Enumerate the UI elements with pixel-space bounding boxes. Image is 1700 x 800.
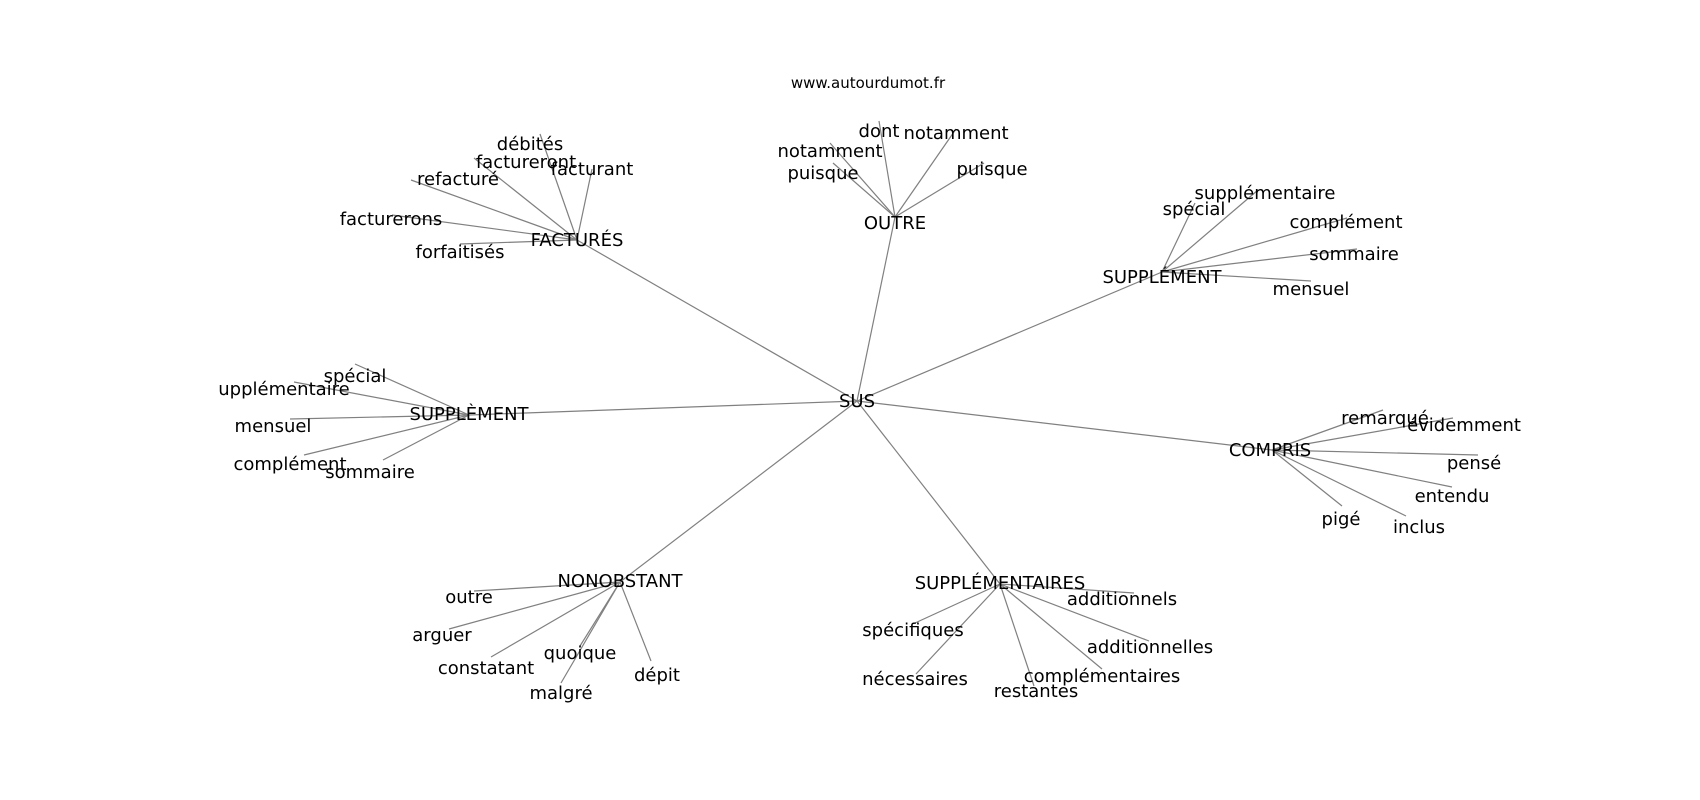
edge-compris-evidemment-1 (1271, 417, 1454, 451)
word-supplement-left-sommaire-4[interactable]: sommaire (325, 462, 415, 483)
word-outre-puisque-3[interactable]: puisque (787, 163, 858, 184)
hub-supplement-left[interactable]: SUPPLÈMENT (409, 403, 529, 425)
edge-nonobstant-depit-5 (619, 581, 652, 662)
hub-supplement-right[interactable]: SUPPLÉMENT (1102, 266, 1222, 288)
edge-supplementaires-restantes-4 (999, 583, 1035, 687)
edge-root-supplementaires (856, 400, 1001, 585)
word-supplement-right-mensuel-4[interactable]: mensuel (1273, 279, 1350, 300)
word-outre-dont-0[interactable]: dont (859, 121, 900, 142)
word-supplement-left-upplementaire-1[interactable]: upplémentaire (218, 379, 350, 400)
word-nonobstant-depit-5[interactable]: dépit (634, 665, 680, 686)
hub-nonobstant[interactable]: NONOBSTANT (557, 571, 683, 592)
word-nonobstant-quoique-3[interactable]: quoique (544, 643, 617, 664)
edge-compris-entendu-3 (1271, 449, 1453, 488)
source-label[interactable]: www.autourdumot.fr (791, 74, 946, 92)
graph-edges (289, 120, 1479, 687)
word-outre-notamment-2[interactable]: notamment (777, 141, 882, 162)
hub-outre[interactable]: OUTRE (864, 213, 926, 234)
word-supplement-left-complement-3[interactable]: complément (233, 454, 346, 475)
edge-root-compris (856, 400, 1273, 451)
word-supplement-left-mensuel-2[interactable]: mensuel (235, 416, 312, 437)
edge-factures-debites-0 (539, 133, 578, 241)
edge-outre-puisque-3 (832, 162, 896, 218)
graph-labels: www.autourdumot.fr débitésfacturantfactu… (218, 74, 1521, 704)
edge-root-nonobstant (619, 400, 858, 583)
edge-supplementaires-additionnels-0 (999, 583, 1135, 594)
edge-supplement-left-complement-3 (303, 414, 470, 456)
word-supplement-right-complement-2[interactable]: complément (1289, 212, 1402, 233)
edge-outre-dont-0 (878, 120, 896, 218)
edge-root-supplement-right (856, 271, 1163, 402)
edge-supplementaires-additionnelles-2 (999, 583, 1150, 642)
edge-compris-inclus-4 (1271, 449, 1407, 517)
word-supplementaires-complementaires-3[interactable]: complémentaires (1024, 666, 1181, 687)
edge-supplement-left-special-0 (354, 363, 470, 416)
edge-nonobstant-constatant-2 (490, 581, 621, 658)
hub-compris[interactable]: COMPRIS (1229, 440, 1311, 461)
word-supplementaires-necessaires-5[interactable]: nécessaires (862, 669, 968, 690)
word-compris-pige-5[interactable]: pigé (1322, 509, 1361, 530)
edge-supplementaires-necessaires-5 (915, 583, 1001, 675)
edge-supplementaires-complementaires-3 (999, 583, 1103, 670)
word-supplement-right-supplementaire-1[interactable]: supplémentaire (1195, 183, 1336, 204)
word-supplementaires-additionnelles-2[interactable]: additionnelles (1087, 637, 1213, 658)
word-factures-facturant-1[interactable]: facturant (551, 159, 634, 180)
edge-nonobstant-outre-0 (473, 581, 621, 592)
edge-supplement-right-complement-2 (1161, 217, 1348, 273)
word-supplementaires-restantes-4[interactable]: restantes (994, 681, 1078, 702)
edge-supplement-left-sommaire-4 (382, 414, 470, 461)
edge-supplement-right-sommaire-3 (1161, 248, 1358, 273)
word-supplementaires-additionnels-0[interactable]: additionnels (1067, 589, 1177, 610)
word-nonobstant-arguer-1[interactable]: arguer (412, 625, 472, 646)
word-factures-factureront-2[interactable]: factureront (476, 152, 576, 173)
word-compris-entendu-3[interactable]: entendu (1415, 486, 1490, 507)
edge-nonobstant-arguer-1 (448, 581, 621, 630)
word-outre-puisque-4[interactable]: puisque (956, 159, 1027, 180)
word-factures-debites-0[interactable]: débités (497, 134, 563, 155)
word-compris-pense-2[interactable]: pensé (1447, 453, 1501, 474)
word-outre-notamment-1[interactable]: notamment (903, 123, 1008, 144)
edge-root-factures (576, 239, 858, 402)
word-supplement-right-special-0[interactable]: spécial (1163, 199, 1226, 220)
word-factures-refacture-3[interactable]: refacturé (417, 169, 499, 190)
edge-outre-puisque-4 (894, 162, 985, 218)
edge-factures-factureront-2 (473, 157, 578, 241)
edge-supplement-left-mensuel-2 (289, 414, 470, 420)
edge-root-supplement-left (468, 400, 858, 416)
edge-supplement-right-mensuel-4 (1161, 271, 1312, 282)
word-nonobstant-constatant-2[interactable]: constatant (438, 658, 534, 679)
edge-factures-facturerons-4 (391, 214, 578, 241)
edge-supplement-right-supplementaire-1 (1161, 189, 1259, 273)
edge-outre-notamment-2 (829, 142, 896, 218)
edge-factures-facturant-1 (576, 168, 593, 241)
word-compris-remarque-0[interactable]: remarqué (1341, 408, 1429, 429)
edge-supplement-right-special-0 (1161, 202, 1196, 273)
hub-factures[interactable]: FACTURÉS (531, 229, 624, 251)
word-compris-inclus-4[interactable]: inclus (1393, 517, 1445, 538)
word-factures-forfaitises-5[interactable]: forfaitisés (415, 242, 504, 263)
edge-factures-refacture-3 (410, 179, 578, 241)
word-nonobstant-outre-0[interactable]: outre (445, 587, 493, 608)
word-supplement-right-sommaire-3[interactable]: sommaire (1309, 244, 1399, 265)
edge-outre-notamment-1 (894, 128, 957, 218)
hub-supplementaires[interactable]: SUPPLÉMENTAIRES (915, 572, 1086, 594)
word-nonobstant-malgre-4[interactable]: malgré (529, 683, 592, 704)
edge-compris-pense-2 (1271, 449, 1479, 456)
edge-factures-forfaitises-5 (459, 239, 578, 245)
edge-compris-remarque-0 (1271, 409, 1384, 451)
word-factures-facturerons-4[interactable]: facturerons (340, 209, 443, 230)
root-node[interactable]: SUS (839, 391, 875, 412)
edge-root-outre (856, 216, 896, 402)
edge-nonobstant-malgre-4 (560, 581, 621, 684)
word-compris-evidemment-1[interactable]: évidemment (1407, 415, 1521, 436)
edge-supplement-left-upplementaire-1 (293, 381, 470, 416)
edge-supplementaires-specifiques-1 (914, 583, 1001, 624)
word-supplementaires-specifiques-1[interactable]: spécifiques (862, 620, 963, 641)
edge-compris-pige-5 (1271, 449, 1343, 507)
word-supplement-left-special-0[interactable]: spécial (324, 366, 387, 387)
